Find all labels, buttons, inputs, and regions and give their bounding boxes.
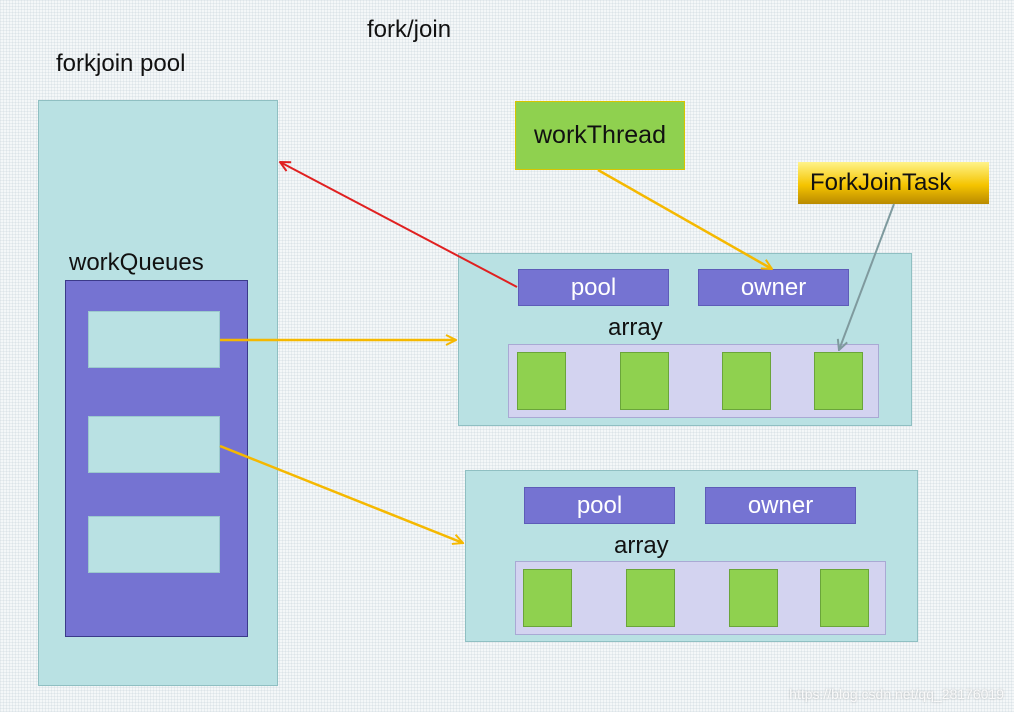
queue-bottom-task-1	[523, 569, 572, 627]
queue-top-task-4	[814, 352, 863, 410]
work-queues-label: workQueues	[69, 249, 204, 276]
queue-top-owner-field: owner	[698, 269, 849, 306]
queue-bottom-owner-field: owner	[705, 487, 856, 524]
queue-top-array-label: array	[608, 314, 663, 341]
queue-top-task-3	[722, 352, 771, 410]
queue-bottom-task-4	[820, 569, 869, 627]
diagram-title: fork/join	[367, 16, 452, 43]
queue-bottom-pool-field: pool	[524, 487, 675, 524]
queue-bottom-task-2	[626, 569, 675, 627]
fork-join-task-box: ForkJoinTask	[798, 162, 989, 204]
work-queue-slot-2	[88, 416, 220, 473]
watermark: https://blog.csdn.net/qq_28176019	[789, 686, 1004, 702]
pool-label: forkjoin pool	[56, 50, 186, 77]
work-queue-slot-1	[88, 311, 220, 368]
work-thread-box: workThread	[515, 101, 685, 170]
work-queue-slot-3	[88, 516, 220, 573]
queue-top-task-1	[517, 352, 566, 410]
queue-bottom-array-label: array	[614, 532, 669, 559]
queue-bottom-task-3	[729, 569, 778, 627]
queue-top-pool-field: pool	[518, 269, 669, 306]
queue-top-task-2	[620, 352, 669, 410]
